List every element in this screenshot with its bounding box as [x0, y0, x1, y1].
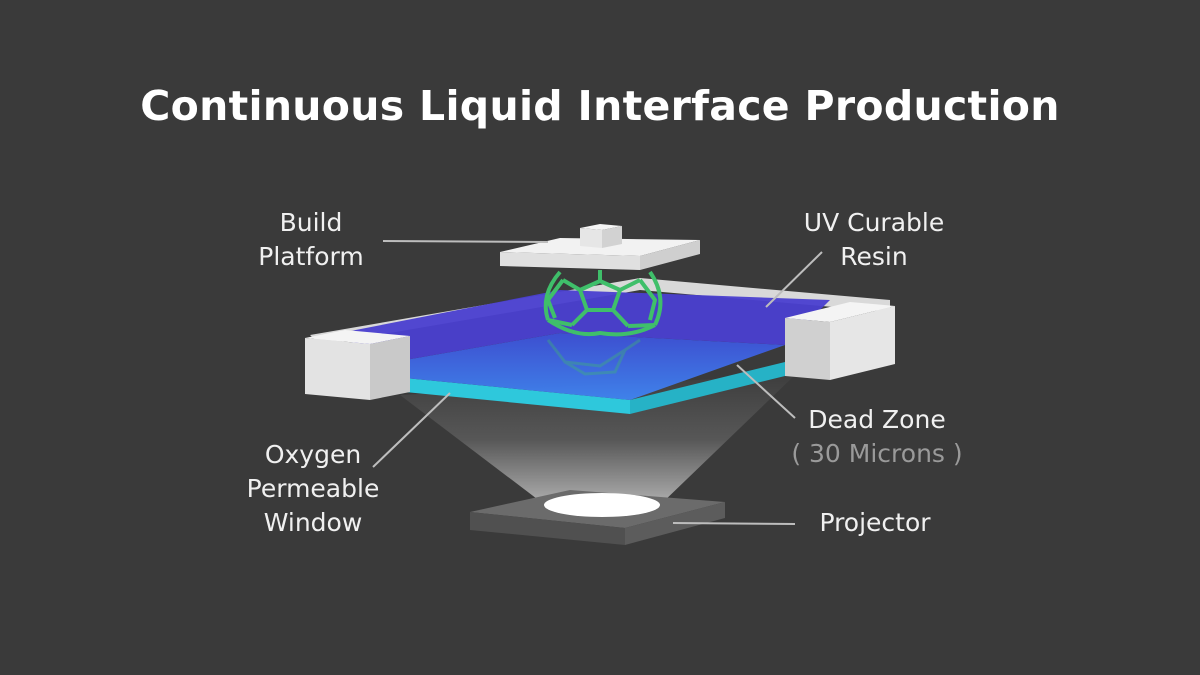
printed-object	[543, 270, 663, 337]
projector-front-face	[470, 512, 625, 545]
platform-mount-front	[580, 228, 602, 248]
label-build-platform-line-1: Build	[279, 208, 343, 237]
tray-back-wall	[310, 278, 890, 345]
leader-lines	[372, 240, 823, 525]
window-front-right-face	[630, 362, 785, 414]
label-uv-resin: UV Curable Resin	[796, 206, 952, 274]
resin-surface	[330, 290, 830, 360]
print-reflection	[546, 338, 641, 376]
right-block-top	[785, 302, 895, 322]
left-block-front	[305, 338, 370, 400]
label-dead-zone-detail: ( 30 Microns )	[791, 439, 963, 468]
projector-lamp	[544, 493, 660, 517]
leader-dead-zone	[736, 364, 796, 419]
label-oxygen-window-line-3: Window	[263, 508, 363, 537]
label-uv-resin-line-2: Resin	[840, 242, 908, 271]
leader-uv-resin	[765, 251, 823, 308]
leader-oxygen-window	[372, 392, 451, 468]
left-block-top	[305, 330, 410, 344]
left-block-side	[370, 336, 410, 400]
dead-zone-layer	[405, 333, 785, 400]
leader-build-platform	[382, 240, 549, 243]
leader-projector	[672, 522, 796, 525]
projector-light-cone	[400, 375, 795, 505]
label-build-platform: Build Platform	[252, 206, 370, 274]
label-projector-name: Projector	[819, 508, 931, 537]
window-front-left-face	[405, 378, 630, 414]
label-oxygen-window-line-2: Permeable	[246, 474, 380, 503]
label-oxygen-window: Oxygen Permeable Window	[240, 438, 386, 540]
diagram-title: Continuous Liquid Interface Production	[140, 82, 1060, 130]
label-uv-resin-line-1: UV Curable	[803, 208, 945, 237]
label-projector: Projector	[812, 506, 938, 540]
oxygen-window	[405, 362, 785, 414]
platform-side-face	[640, 240, 700, 270]
label-build-platform-line-2: Platform	[258, 242, 364, 271]
build-platform	[500, 224, 700, 270]
projector	[470, 490, 725, 545]
label-oxygen-window-line-1: Oxygen	[264, 440, 362, 469]
platform-front-face	[500, 252, 640, 270]
right-block-side	[830, 306, 895, 380]
platform-mount-side	[602, 226, 622, 248]
tray-right-block	[785, 302, 895, 380]
label-dead-zone-name: Dead Zone	[808, 405, 946, 434]
right-block-front	[785, 318, 830, 380]
platform-mount-top	[580, 224, 622, 230]
tray-left-block	[305, 330, 410, 400]
label-dead-zone: Dead Zone ( 30 Microns )	[782, 403, 972, 471]
